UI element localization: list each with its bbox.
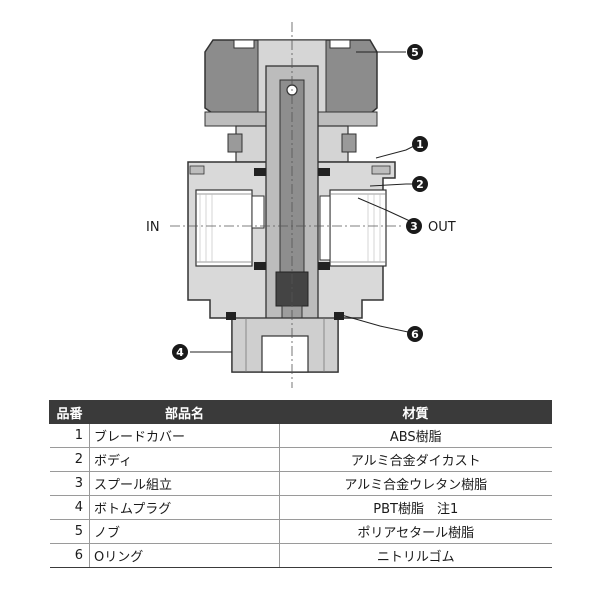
part-number: 4 bbox=[49, 495, 90, 520]
svg-text:4: 4 bbox=[176, 346, 184, 359]
svg-text:1: 1 bbox=[416, 138, 424, 151]
header-part-name: 部品名 bbox=[89, 400, 280, 424]
svg-text:6: 6 bbox=[411, 328, 419, 341]
callout-3: 3 bbox=[406, 218, 422, 234]
table-row: 1 ブレードカバー ABS樹脂 bbox=[49, 423, 552, 448]
part-material: PBT樹脂 注1 bbox=[279, 495, 552, 520]
o-rings bbox=[226, 312, 344, 320]
flow-passages bbox=[251, 195, 331, 261]
header-material: 材質 bbox=[279, 400, 552, 424]
part-material: ニトリルゴム bbox=[279, 543, 552, 568]
part-name: ノブ bbox=[89, 519, 280, 544]
svg-text:5: 5 bbox=[411, 46, 419, 59]
in-port bbox=[195, 189, 253, 267]
part-material: アルミ合金ウレタン樹脂 bbox=[279, 471, 552, 496]
bottom-plug bbox=[231, 317, 339, 373]
table-row: 6 Oリング ニトリルゴム bbox=[49, 543, 552, 568]
callout-1: 1 bbox=[412, 136, 428, 152]
part-number: 3 bbox=[49, 471, 90, 496]
part-name: ボトムプラグ bbox=[89, 495, 280, 520]
svg-text:2: 2 bbox=[416, 178, 424, 191]
svg-text:3: 3 bbox=[410, 220, 418, 233]
part-material: ポリアセタール樹脂 bbox=[279, 519, 552, 544]
part-number: 5 bbox=[49, 519, 90, 544]
out-label: OUT bbox=[428, 220, 456, 235]
part-number: 2 bbox=[49, 447, 90, 472]
part-name: ブレードカバー bbox=[89, 423, 280, 448]
part-number: 6 bbox=[49, 543, 90, 568]
out-port bbox=[329, 189, 387, 267]
part-name: Oリング bbox=[89, 543, 280, 568]
callout-6: 6 bbox=[407, 326, 423, 342]
table-row: 4 ボトムプラグ PBT樹脂 注1 bbox=[49, 495, 552, 520]
table-row: 2 ボディ アルミ合金ダイカスト bbox=[49, 447, 552, 472]
parts-table: 品番 部品名 材質 1 ブレードカバー ABS樹脂 2 ボディ アルミ合金ダイカ… bbox=[49, 400, 552, 568]
callout-4: 4 bbox=[172, 344, 188, 360]
part-name: ボディ bbox=[89, 447, 280, 472]
part-material: アルミ合金ダイカスト bbox=[279, 447, 552, 472]
part-material: ABS樹脂 bbox=[279, 423, 552, 448]
part-number: 1 bbox=[49, 423, 90, 448]
callout-5: 5 bbox=[407, 44, 423, 60]
table-header-row: 品番 部品名 材質 bbox=[49, 400, 552, 424]
in-label: IN bbox=[146, 220, 160, 235]
header-part-number: 品番 bbox=[49, 400, 90, 424]
part-name: スプール組立 bbox=[89, 471, 280, 496]
valve-cross-section-diagram: IN 5 1 2 3 OUT 6 4 bbox=[146, 22, 456, 388]
callout-2: 2 bbox=[412, 176, 428, 192]
table-row: 5 ノブ ポリアセタール樹脂 bbox=[49, 519, 552, 544]
table-row: 3 スプール組立 アルミ合金ウレタン樹脂 bbox=[49, 471, 552, 496]
leader-lines bbox=[190, 51, 415, 353]
